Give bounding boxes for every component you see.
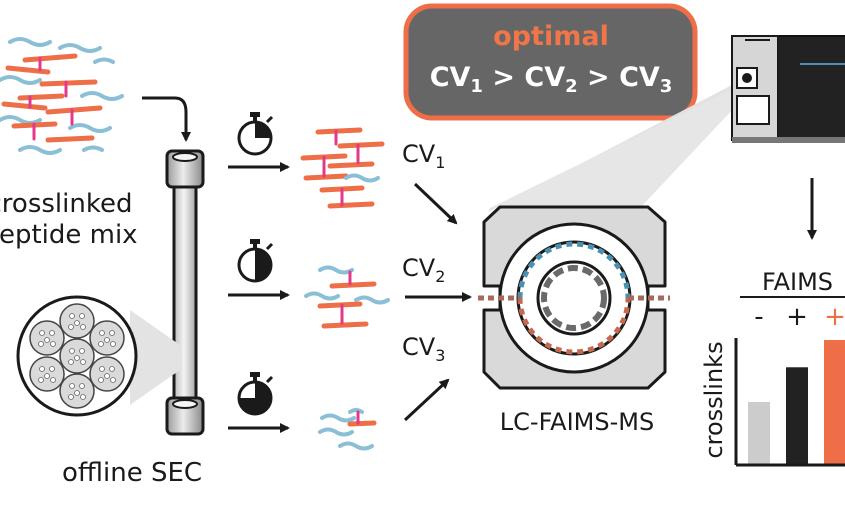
arrow-cv3 [403,378,450,422]
optimal-cv-order: CV1 > CV2 > CV3 [430,62,673,97]
crosslinks-chart: FAIMS -++ crosslinks [700,268,845,467]
chart-header: FAIMS [762,268,833,296]
zoom-wedge [130,310,180,405]
arrow-to-column [142,96,191,142]
chart-category-1: - [754,302,763,332]
fraction-1: CV1 [228,112,458,225]
stopwatch-icon [237,112,274,156]
sec-column [165,149,205,436]
fraction-3: CV3 [228,333,450,451]
peptides-fraction-1 [300,127,385,209]
mass-spectrometer-icon [731,35,845,143]
faims-cell [478,205,670,390]
center-label: LC-FAIMS-MS [500,408,654,436]
chart-ylabel: crosslinks [700,341,728,458]
peptides-fraction-2 [304,265,390,329]
cv3-label: CV3 [402,333,445,365]
optimal-title: optimal [493,21,609,52]
stopwatch-icon [237,239,274,283]
sample-label-line2: peptide mix [0,220,138,250]
arrow-cv1 [413,182,458,225]
peptides-fraction-3 [318,408,377,451]
peptide-mix-cluster [0,37,124,155]
optimal-box: optimal CV1 > CV2 > CV3 [403,3,698,121]
sec-cross-section [16,295,138,417]
cv1-label: CV1 [402,140,445,172]
fraction-2: CV2 [228,239,472,329]
stopwatch-icon [237,372,274,416]
sample-label-line1: crosslinked [0,189,132,219]
sec-label: offline SEC [62,458,202,488]
chart-category-2: + [786,302,808,332]
chart-bar-1 [748,402,770,464]
chart-bar-2 [786,367,808,464]
chart-bar-3 [824,340,845,464]
chart-category-3: + [824,302,845,332]
cv2-label: CV2 [402,254,445,286]
